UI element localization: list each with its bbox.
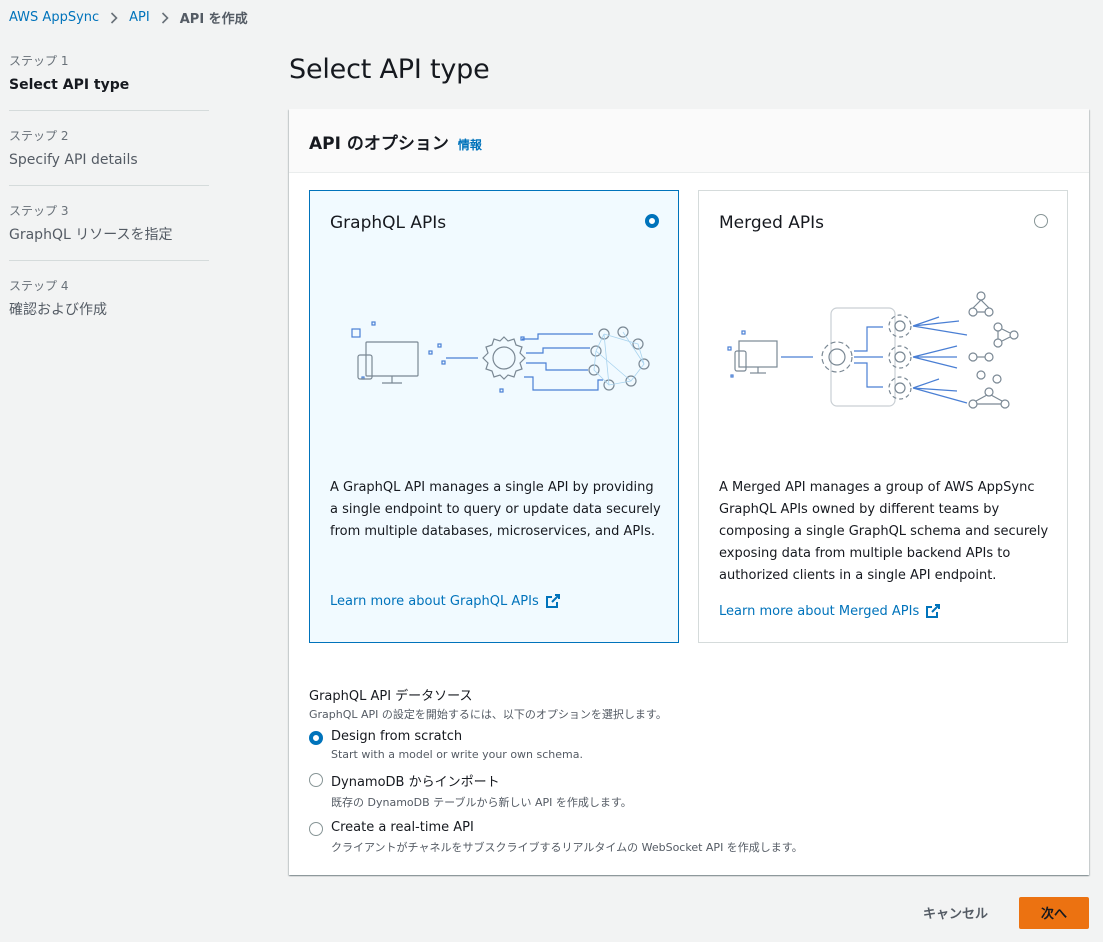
- step-number: ステップ 3: [9, 204, 69, 218]
- link-text: Learn more about GraphQL APIs: [330, 593, 539, 609]
- breadcrumb-api[interactable]: API: [129, 10, 150, 25]
- radio-unchecked[interactable]: [1034, 214, 1048, 228]
- learn-more-merged-link[interactable]: Learn more about Merged APIs: [719, 603, 941, 619]
- step-label: Specify API details: [9, 152, 138, 168]
- wizard-footer: キャンセル 次へ: [903, 895, 1089, 930]
- option-desc: Start with a model or write your own sch…: [331, 748, 583, 761]
- card-radio[interactable]: [645, 213, 659, 232]
- option-title: DynamoDB からインポート: [331, 775, 500, 790]
- cancel-button[interactable]: キャンセル: [903, 895, 1008, 930]
- breadcrumb-appsync[interactable]: AWS AppSync: [9, 10, 100, 25]
- option-desc: 既存の DynamoDB テーブルから新しい API を作成します。: [331, 796, 632, 809]
- api-options-panel: API のオプション 情報 GraphQL APIs: [289, 109, 1089, 875]
- radio-checked[interactable]: [645, 214, 659, 228]
- option-desc: クライアントがチャネルをサブスクライブするリアルタイムの WebSocket A…: [331, 841, 803, 854]
- card-title: GraphQL APIs: [330, 213, 447, 233]
- wizard-step-1[interactable]: ステップ 1 Select API type: [9, 52, 209, 111]
- datasource-description: GraphQL API の設定を開始するには、以下のオプションを選択します。: [309, 708, 667, 721]
- link-text: Learn more about Merged APIs: [719, 603, 920, 619]
- external-link-icon: [545, 594, 560, 608]
- next-button[interactable]: 次へ: [1019, 896, 1089, 929]
- card-description: A GraphQL API manages a single API by pr…: [330, 480, 661, 539]
- option-import-dynamodb[interactable]: DynamoDB からインポート 既存の DynamoDB テーブルから新しい …: [309, 771, 1069, 810]
- wizard-steps-nav: ステップ 1 Select API type ステップ 2 Specify AP…: [9, 52, 209, 352]
- radio-unchecked[interactable]: [309, 822, 323, 836]
- step-number: ステップ 2: [9, 129, 69, 143]
- option-design-from-scratch[interactable]: Design from scratch Start with a model o…: [309, 729, 1069, 761]
- step-label: Select API type: [9, 77, 130, 93]
- panel-title: API のオプション: [309, 134, 449, 154]
- step-label: 確認および作成: [9, 302, 107, 318]
- wizard-step-4[interactable]: ステップ 4 確認および作成: [9, 277, 209, 336]
- card-title: Merged APIs: [719, 213, 825, 233]
- radio-checked[interactable]: [309, 731, 323, 745]
- breadcrumb: AWS AppSync API API を作成: [9, 8, 248, 27]
- step-number: ステップ 4: [9, 279, 69, 293]
- external-link-icon: [926, 604, 941, 618]
- wizard-step-3[interactable]: ステップ 3 GraphQL リソースを指定: [9, 202, 209, 261]
- radio-unchecked[interactable]: [309, 773, 323, 787]
- info-link[interactable]: 情報: [457, 138, 482, 152]
- breadcrumb-current: API を作成: [179, 12, 248, 27]
- chevron-right-icon: [161, 11, 169, 24]
- learn-more-graphql-link[interactable]: Learn more about GraphQL APIs: [330, 593, 561, 609]
- datasource-title: GraphQL API データソース: [309, 689, 473, 704]
- panel-header: API のオプション 情報: [289, 109, 1089, 173]
- option-realtime-api[interactable]: Create a real-time API クライアントがチャネルをサブスクラ…: [309, 820, 1069, 855]
- option-title: Create a real-time API: [331, 820, 474, 835]
- page-title: Select API type: [289, 54, 490, 85]
- step-number: ステップ 1: [9, 54, 69, 68]
- wizard-step-2[interactable]: ステップ 2 Specify API details: [9, 127, 209, 186]
- datasource-section: GraphQL API データソース GraphQL API の設定を開始するに…: [309, 685, 1069, 855]
- card-description: A Merged API manages a group of AWS AppS…: [719, 480, 1049, 583]
- card-radio[interactable]: [1034, 213, 1048, 232]
- merged-api-card[interactable]: Merged APIs: [698, 190, 1068, 643]
- graphql-api-card[interactable]: GraphQL APIs: [309, 190, 679, 643]
- option-title: Design from scratch: [331, 729, 463, 744]
- chevron-right-icon: [110, 11, 118, 24]
- merged-api-illustration: [727, 291, 1019, 409]
- graphql-api-illustration: [351, 321, 650, 393]
- step-label: GraphQL リソースを指定: [9, 227, 173, 243]
